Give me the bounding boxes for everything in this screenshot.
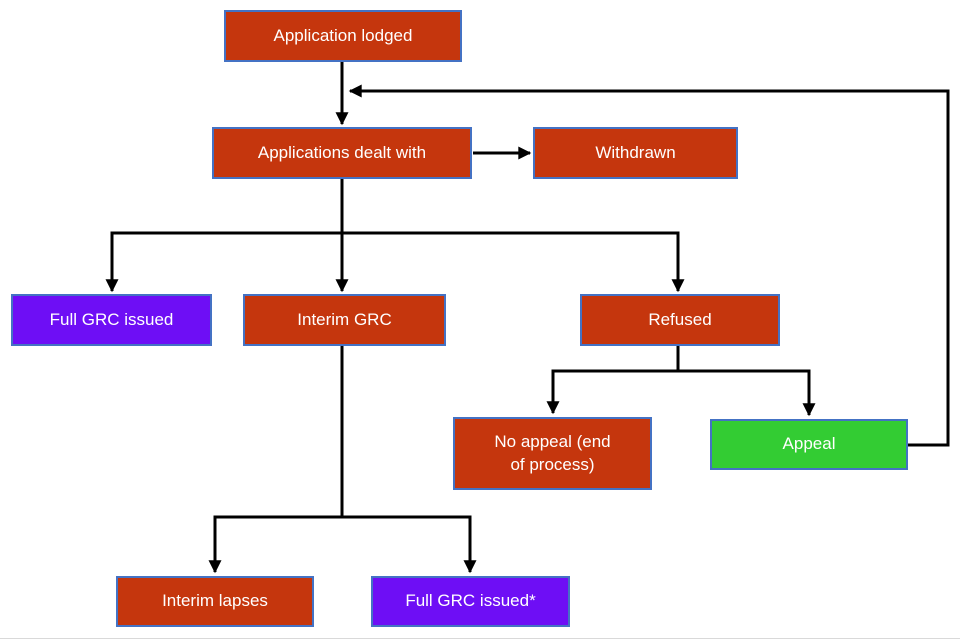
edge-interimgrc-split-rail xyxy=(213,346,472,519)
node-label: Interim lapses xyxy=(162,591,268,611)
node-label: Application lodged xyxy=(273,25,413,45)
node-interim-grc: Interim GRC xyxy=(243,294,446,346)
node-refused: Refused xyxy=(580,294,780,346)
image-bottom-edge xyxy=(0,638,960,639)
node-withdrawn: Withdrawn xyxy=(533,127,738,179)
node-full-grc-issued: Full GRC issued xyxy=(11,294,212,346)
edge-appeal-feedback-loop xyxy=(348,84,950,447)
node-label: Full GRC issued xyxy=(49,309,174,329)
node-label: No appeal (end of process) xyxy=(494,432,611,474)
node-full-grc-issued-star: Full GRC issued* xyxy=(371,576,570,627)
node-application-lodged: Application lodged xyxy=(224,10,462,62)
node-label: Full GRC issued* xyxy=(405,591,536,611)
node-label: Withdrawn xyxy=(595,142,676,162)
node-no-appeal: No appeal (end of process) xyxy=(453,417,652,490)
node-label: Interim GRC xyxy=(297,309,392,329)
edge-dealt-split-rail xyxy=(110,179,680,235)
node-appeal: Appeal xyxy=(710,419,908,470)
edge-refused-split-rail xyxy=(551,346,811,373)
node-label: Refused xyxy=(648,309,712,329)
node-applications-dealt-with: Applications dealt with xyxy=(212,127,472,179)
node-label: Appeal xyxy=(782,434,836,454)
node-interim-lapses: Interim lapses xyxy=(116,576,314,627)
node-label: Applications dealt with xyxy=(257,142,427,162)
